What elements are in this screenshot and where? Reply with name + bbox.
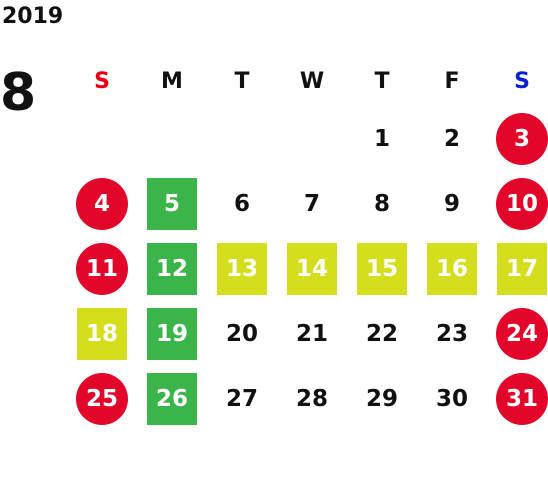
day-31-holiday-circle: 31: [496, 372, 548, 425]
day-cell-12: 12: [137, 236, 207, 301]
empty-day-cell: [207, 106, 277, 171]
day-cell-13: 13: [207, 236, 277, 301]
day-cell-8: 8: [373, 190, 390, 217]
day-4-holiday-circle: 4: [76, 177, 128, 230]
day-cell-20: 20: [225, 320, 258, 347]
day-cell-1: 1: [373, 125, 390, 152]
empty-day-cell: [137, 106, 207, 171]
day-cell-4: 4: [67, 171, 137, 236]
weekday-header-thursday: T: [374, 68, 390, 94]
day-cell-17: 17: [487, 236, 548, 301]
day-cell-26: 26: [137, 366, 207, 431]
day-19-green-highlight: 19: [147, 307, 197, 360]
day-13-yellow-highlight: 13: [217, 242, 267, 295]
weekday-header-sunday: S: [94, 68, 110, 94]
day-18-yellow-highlight: 18: [77, 307, 127, 360]
day-11-holiday-circle: 11: [76, 242, 128, 295]
day-cell-27: 27: [225, 385, 258, 412]
day-cell-3: 3: [487, 106, 548, 171]
weekday-header-wednesday: W: [299, 68, 325, 94]
day-cell-19: 19: [137, 301, 207, 366]
day-cell-18: 18: [67, 301, 137, 366]
day-cell-9: 9: [443, 190, 460, 217]
weekday-header-friday: F: [444, 68, 460, 94]
day-cell-14: 14: [277, 236, 347, 301]
month-number: 8: [0, 63, 37, 123]
day-cell-11: 11: [67, 236, 137, 301]
day-cell-31: 31: [487, 366, 548, 431]
day-17-yellow-highlight: 17: [497, 242, 547, 295]
day-cell-2: 2: [443, 125, 460, 152]
day-cell-21: 21: [295, 320, 328, 347]
day-24-holiday-circle: 24: [496, 307, 548, 360]
day-cell-30: 30: [435, 385, 468, 412]
day-5-green-highlight: 5: [147, 177, 197, 230]
day-15-yellow-highlight: 15: [357, 242, 407, 295]
day-cell-10: 10: [487, 171, 548, 236]
day-cell-28: 28: [295, 385, 328, 412]
weekday-header-tuesday: T: [234, 68, 250, 94]
day-cell-6: 6: [233, 190, 250, 217]
day-3-holiday-circle: 3: [496, 112, 548, 165]
weekday-header-saturday: S: [514, 68, 530, 94]
day-16-yellow-highlight: 16: [427, 242, 477, 295]
day-cell-24: 24: [487, 301, 548, 366]
day-cell-7: 7: [303, 190, 320, 217]
day-25-holiday-circle: 25: [76, 372, 128, 425]
day-12-green-highlight: 12: [147, 242, 197, 295]
day-14-yellow-highlight: 14: [287, 242, 337, 295]
day-cell-29: 29: [365, 385, 398, 412]
weekday-header-monday: M: [161, 68, 183, 94]
empty-day-cell: [67, 106, 137, 171]
day-10-holiday-circle: 10: [496, 177, 548, 230]
empty-day-cell: [277, 106, 347, 171]
day-cell-15: 15: [347, 236, 417, 301]
day-cell-5: 5: [137, 171, 207, 236]
day-26-green-highlight: 26: [147, 372, 197, 425]
day-cell-22: 22: [365, 320, 398, 347]
day-cell-25: 25: [67, 366, 137, 431]
year-label: 2019: [2, 4, 64, 29]
day-cell-23: 23: [435, 320, 468, 347]
day-cell-16: 16: [417, 236, 487, 301]
